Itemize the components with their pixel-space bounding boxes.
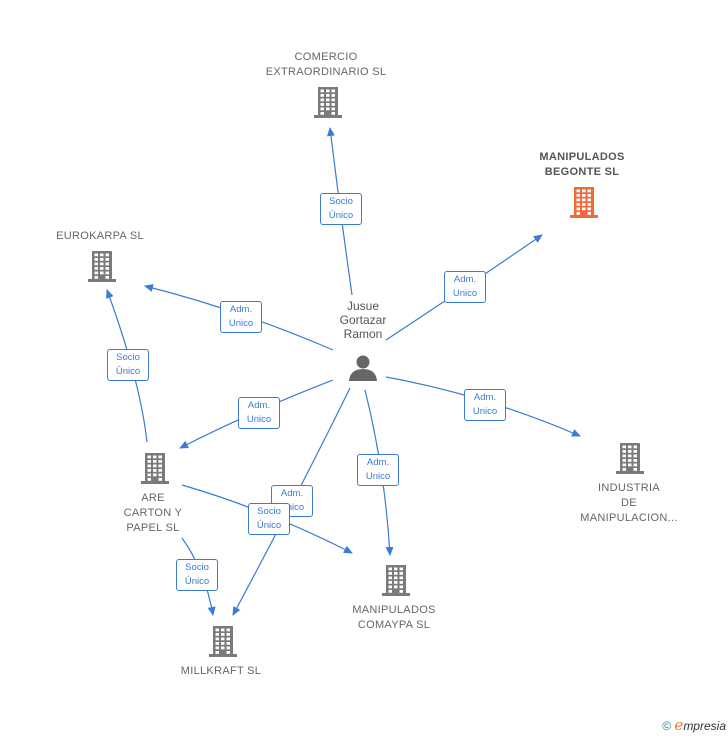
- building-icon[interactable]: [314, 87, 342, 118]
- building-icon[interactable]: [616, 443, 644, 474]
- company-label-line: PAPEL SL: [126, 522, 180, 534]
- company-label-line: BEGONTE SL: [544, 166, 620, 178]
- edge-label-line: Adm.: [473, 392, 497, 403]
- company-label-line: EXTRAORDINARIO SL: [265, 66, 387, 78]
- edge-label-line: Socio: [185, 562, 209, 573]
- company-label-eurokarpa[interactable]: EUROKARPA SL: [20, 229, 180, 244]
- company-label-industria[interactable]: INDUSTRIA DE MANIPULACION...: [549, 481, 709, 526]
- edge-label-line: Único: [328, 210, 354, 221]
- edge-label-line: Adm.: [280, 488, 304, 499]
- company-label-line: MANIPULACION...: [580, 512, 678, 524]
- edge-label-line: Adm.: [247, 400, 271, 411]
- building-icon[interactable]: [88, 251, 116, 282]
- copyright-symbol: ©: [662, 719, 672, 733]
- edge-label-line: Adm.: [229, 304, 253, 315]
- person-name-line: Gortazar: [339, 313, 387, 327]
- edge-label-person-to-industria: Adm. Unico: [464, 389, 506, 421]
- company-label-arecarton[interactable]: ARE CARTON Y PAPEL SL: [73, 491, 233, 536]
- building-icon[interactable]: [570, 187, 598, 218]
- brand-initial: e: [674, 716, 684, 734]
- edge-label-line: Único: [184, 576, 210, 587]
- company-label-millkraft[interactable]: MILLKRAFT SL: [141, 664, 301, 679]
- edge-label-line: Unico: [452, 288, 478, 299]
- company-label-line: EUROKARPA SL: [56, 230, 144, 242]
- company-label-line: COMAYPA SL: [357, 619, 431, 631]
- company-label-line: ARE: [141, 492, 165, 504]
- company-label-line: CARTON Y: [123, 507, 183, 519]
- company-label-line: INDUSTRIA: [598, 482, 660, 494]
- company-label-comaypa[interactable]: MANIPULADOS COMAYPA SL: [314, 603, 474, 633]
- person-name-line: Ramon: [343, 327, 383, 341]
- edge-label-person-to-arecarton: Adm. Unico: [238, 397, 280, 429]
- edge-label-line: Unico: [279, 502, 305, 513]
- building-icon[interactable]: [209, 626, 237, 657]
- edge-label-line: Único: [256, 520, 282, 531]
- company-label-comercio[interactable]: COMERCIO EXTRAORDINARIO SL: [246, 50, 406, 80]
- edge-label-person-to-begonte: Adm. Unico: [444, 271, 486, 303]
- edge-label-line: Adm.: [366, 457, 390, 468]
- company-label-line: MILLKRAFT SL: [180, 665, 262, 677]
- company-label-line: MANIPULADOS: [352, 604, 436, 616]
- edge-label-line: Unico: [472, 406, 498, 417]
- watermark: © empresia: [662, 716, 726, 734]
- company-label-line: DE: [621, 497, 637, 509]
- brand-name: mpresia: [683, 719, 726, 733]
- company-label-line: COMERCIO: [294, 51, 358, 63]
- person-icon[interactable]: [349, 355, 377, 382]
- edge-label-line: Unico: [228, 318, 254, 329]
- building-icon[interactable]: [382, 565, 410, 596]
- edge-label-line: Socio: [257, 506, 281, 517]
- edge-label-person-to-millkraft: Adm. Unico: [271, 485, 313, 517]
- edge-label-line: Adm.: [453, 274, 477, 285]
- edge-label-line: Único: [115, 366, 141, 377]
- edge-label-line: Socio: [329, 196, 353, 207]
- building-icon[interactable]: [141, 453, 169, 484]
- edge-label-line: Socio: [116, 352, 140, 363]
- edge-label-line: Unico: [365, 471, 391, 482]
- company-label-line: MANIPULADOS: [539, 151, 625, 163]
- person-name-line: Jusue: [346, 299, 380, 313]
- edge-label-line: Unico: [246, 414, 272, 425]
- company-label-begonte[interactable]: MANIPULADOS BEGONTE SL: [502, 150, 662, 180]
- edge-label-person-to-comaypa: Adm. Unico: [357, 454, 399, 486]
- edge-label-person-to-eurokarpa: Adm. Unico: [220, 301, 262, 333]
